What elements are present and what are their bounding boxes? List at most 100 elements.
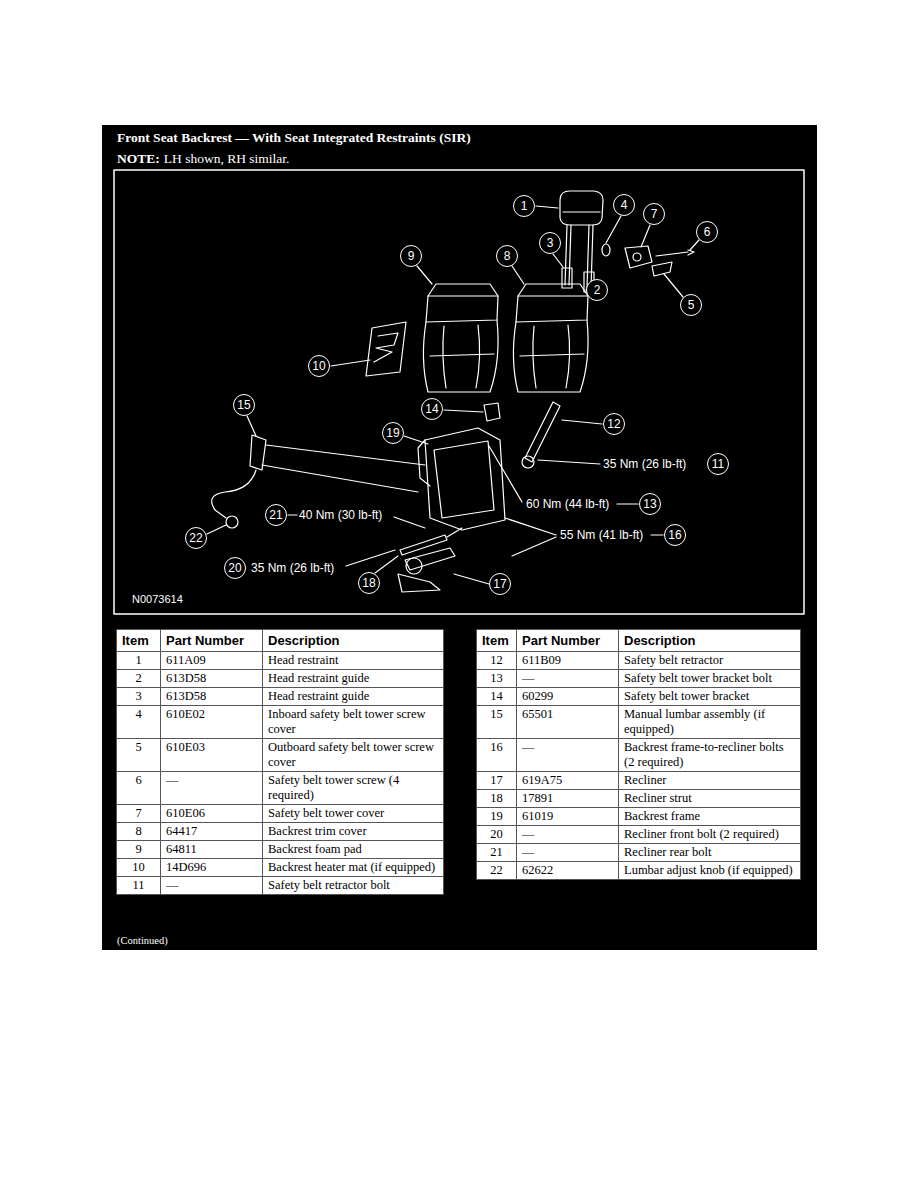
table-cell: 64417 [161,823,263,841]
table-cell: 1 [117,652,161,670]
callout-number: 19 [382,422,404,444]
callout-number: 22 [185,527,207,549]
table-cell-text: 17891 [522,791,553,805]
table-cell: 5 [117,739,161,772]
callout-number: 9 [400,245,422,267]
table-cell: Recliner [619,772,801,790]
table-header-cell: Description [619,630,801,652]
table-cell-text: 14 [490,689,503,703]
table-cell-text: Recliner rear bolt [624,845,711,859]
recliner [406,558,422,574]
table-cell: 11 [117,877,161,895]
backrest-trim-cover [520,325,584,388]
leader-line [207,206,699,584]
tower-screw [656,250,694,256]
table-row: 864417Backrest trim cover [117,823,444,841]
table-cell-text: Recliner strut [624,791,692,805]
table-cell-text: Head restraint guide [268,671,369,685]
callout-text: 19 [386,427,399,439]
table-cell: — [517,844,619,862]
leader-line [617,503,638,504]
callout-text: 8 [504,250,511,262]
callout-number: 3 [539,232,561,254]
callout-number: 20 [224,557,246,579]
tower-screw-cover [602,244,610,256]
table-row: 20—Recliner front bolt (2 required) [477,826,801,844]
table-row: 12611B09Safety belt retractor [477,652,801,670]
table-cell-text: Backrest foam pad [268,842,362,856]
table-header-text: Description [268,633,340,648]
table-row: 6—Safety belt tower screw (4 required) [117,772,444,805]
table-cell-text: 610E02 [166,707,205,721]
callout-number: 14 [421,398,443,420]
callout-text: 1 [521,200,528,212]
callout-text: 3 [547,237,554,249]
table-cell-text: 60299 [522,689,553,703]
table-cell: Safety belt retractor bolt [263,877,444,895]
table-header-text: Item [482,633,509,648]
table-row: 11 — Safety belt retractor bolt [117,877,444,895]
table-cell-text: 3 [135,689,141,703]
table-cell: Recliner strut [619,790,801,808]
lumbar-assembly [212,435,425,518]
table-cell: 611A09 [161,652,263,670]
table-cell-text: 613D58 [166,671,206,685]
table-cell-text: Lumbar adjust knob (if equipped) [624,863,793,877]
leader-line [606,216,621,243]
callout-number: 7 [643,203,665,225]
leader-line [247,416,256,436]
table-cell-text: 64811 [166,842,197,856]
table-cell: 20 [477,826,517,844]
table-cell-text: 64417 [166,824,197,838]
torque-value: 55 Nm (41 lb-ft) [560,528,643,542]
table-cell: Lumbar adjust knob (if equipped) [619,862,801,880]
table-cell-text: 12 [490,653,503,667]
lumbar-knob [226,516,238,528]
callout-text: 21 [269,509,282,521]
table-cell: — [517,739,619,772]
callout-number: 15 [233,394,255,416]
table-cell: 62622 [517,862,619,880]
callout-text: 12 [607,418,620,430]
table-row: 964811Backrest foam pad [117,841,444,859]
table-cell: Inboard safety belt tower screw cover [263,706,444,739]
leader-line [331,360,370,366]
table-cell: 619A75 [517,772,619,790]
table-header-text: Description [624,633,696,648]
table-cell-text: Manual lumbar assembly (if equipped) [624,707,765,736]
figure-title: Front Seat Backrest — With Seat Integrat… [117,130,471,146]
callout-text: 5 [688,299,695,311]
leader-line [207,525,226,534]
table-cell: 14D696 [161,859,263,877]
lumbar-assembly [262,445,425,492]
table-cell: 22 [477,862,517,880]
table-cell: Safety belt tower cover [263,805,444,823]
backrest-foam-pad [423,320,498,392]
table-row: 5610E03Outboard safety belt tower screw … [117,739,444,772]
leader-line [505,518,556,556]
table-cell: 613D58 [161,670,263,688]
table-cell-text: Safety belt retractor [624,653,723,667]
lumbar-assembly [212,470,256,518]
table-cell: Backrest foam pad [263,841,444,859]
callout-number: 16 [664,524,686,546]
backrest-foam-pad [428,295,498,296]
table-header-text: Item [122,633,149,648]
table-cell-text: 1 [135,653,141,667]
belt-retractor [522,456,534,468]
table-header-cell: Item [477,630,517,652]
callout-text: 22 [189,532,202,544]
table-cell-text: — [166,878,179,892]
note-label: NOTE: [117,151,160,167]
torque-value: 35 Nm (26 lb-ft) [603,457,686,471]
table-cell: 8 [117,823,161,841]
leader-line [664,274,683,297]
table-cell: — [517,670,619,688]
callout-text: 15 [237,399,250,411]
callout-number: 18 [358,572,380,594]
table-cell-text: — [522,827,535,841]
table-cell-text: 65501 [522,707,553,721]
table-row: 1565501Manual lumbar assembly (if equipp… [477,706,801,739]
recliner-strut [400,535,447,555]
leader-line [562,420,602,424]
